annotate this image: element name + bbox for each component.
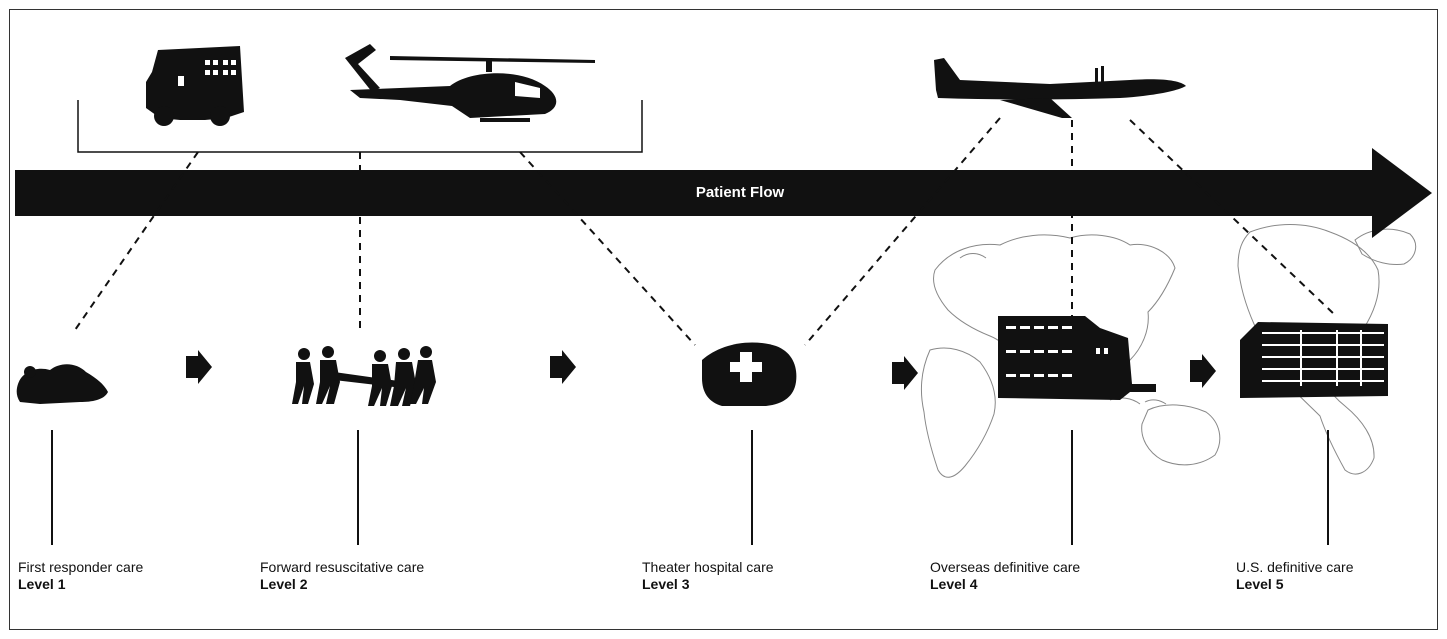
patient-flow-arrow bbox=[15, 148, 1432, 238]
level-3-label: Theater hospital care Level 3 bbox=[642, 559, 774, 593]
overseas-hospital-icon bbox=[998, 316, 1156, 400]
stretcher-bearers-icon bbox=[292, 346, 436, 406]
step-arrow-1 bbox=[186, 350, 212, 384]
step-arrow-4 bbox=[1190, 354, 1216, 388]
wounded-soldier-icon bbox=[16, 364, 108, 404]
level-connectors bbox=[51, 430, 1329, 545]
cargo-plane-icon bbox=[934, 58, 1186, 118]
level-2-name: Forward resuscitative care bbox=[260, 559, 425, 575]
step-arrow-2 bbox=[550, 350, 576, 384]
level-1-label: First responder care Level 1 bbox=[18, 559, 143, 593]
level-5-label: U.S. definitive care Level 5 bbox=[1236, 559, 1354, 593]
level-5-number: Level 5 bbox=[1236, 576, 1284, 592]
us-hospital-icon bbox=[1240, 322, 1388, 398]
level-4-label: Overseas definitive care Level 4 bbox=[930, 559, 1080, 593]
patient-flow-label: Patient Flow bbox=[695, 184, 785, 201]
medical-tent-icon bbox=[702, 342, 797, 406]
level-3-number: Level 3 bbox=[642, 576, 690, 592]
helicopter-icon bbox=[345, 44, 595, 122]
step-arrows bbox=[186, 350, 1216, 390]
level-2-label: Forward resuscitative care Level 2 bbox=[260, 559, 424, 593]
level-1-number: Level 1 bbox=[18, 576, 66, 592]
step-arrow-3 bbox=[892, 356, 918, 390]
evacuation-routes bbox=[74, 117, 1336, 346]
level-4-number: Level 4 bbox=[930, 576, 978, 592]
diagram-frame bbox=[9, 9, 1438, 630]
level-3-name: Theater hospital care bbox=[642, 559, 774, 575]
level-5-name: U.S. definitive care bbox=[1236, 559, 1354, 575]
level-1-name: First responder care bbox=[18, 559, 144, 575]
level-4-name: Overseas definitive care bbox=[930, 559, 1081, 575]
level-2-number: Level 2 bbox=[260, 576, 308, 592]
ambulance-icon bbox=[146, 46, 244, 126]
